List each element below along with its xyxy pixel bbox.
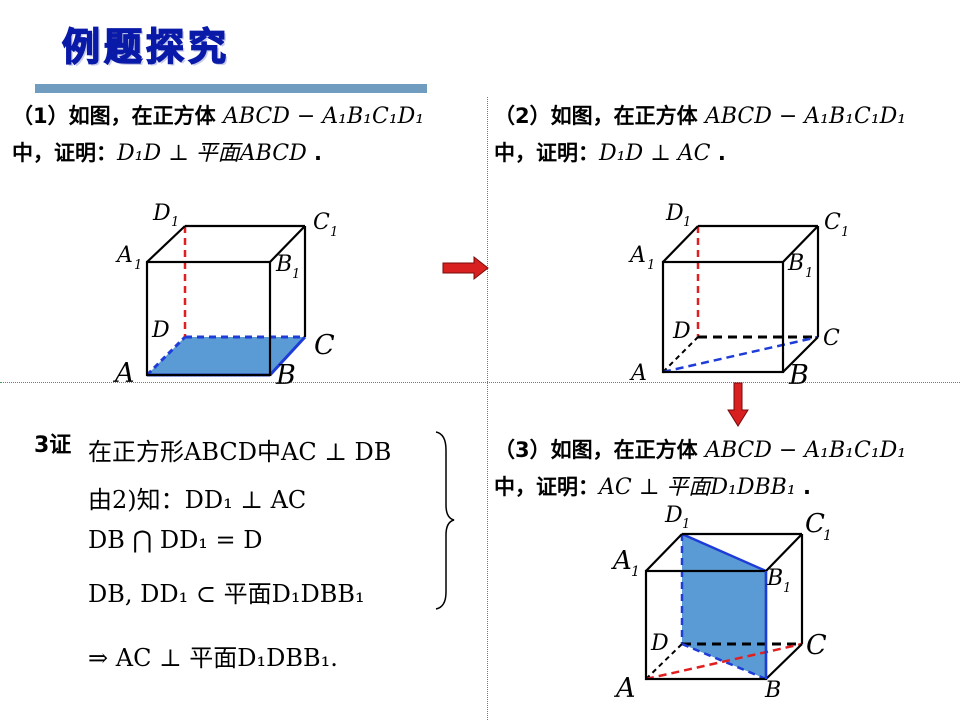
cube-3-sub-c1: 1 <box>823 528 832 544</box>
proof-line-5: ⇒ AC ⊥ 平面D₁DBB₁. <box>88 644 338 672</box>
problem-3-period: . <box>802 475 811 499</box>
cube-1-label-d: D <box>151 318 170 343</box>
cube-2-label-c1: C <box>824 210 841 235</box>
cube-2-label-d: D <box>672 319 691 344</box>
cube-3-label-b1: B <box>766 566 783 591</box>
cube-3: D 1 C 1 A 1 B 1 D C A B <box>611 503 832 704</box>
arrow-right-icon <box>442 255 489 281</box>
cube-1-sub-c1: 1 <box>330 225 338 240</box>
cube-3-label-d1: D <box>664 503 683 528</box>
cube-1-front-face <box>145 260 272 377</box>
proof-tag: 3证 <box>34 433 72 458</box>
problem-2-cube-name: ABCD − A₁B₁C₁D₁ <box>704 104 907 129</box>
problem-2-prompt: 中，证明： <box>494 141 599 165</box>
cube-1-edge-bc <box>268 335 307 377</box>
title-underline <box>35 84 427 93</box>
problem-1: （1）如图，在正方体 ABCD − A₁B₁C₁D₁ 中，证明：D₁D ⊥ 平面… <box>12 98 424 172</box>
proof-brace <box>435 431 455 610</box>
proof-line-4: DB, DD₁ ⊂ 平面D₁DBB₁ <box>88 580 365 608</box>
cube-1-label-a1: A <box>115 243 133 268</box>
cube-3-label-a1: A <box>611 546 632 576</box>
cube-1-label-a: A <box>112 358 135 389</box>
cube-2-label-b1: B <box>787 251 804 276</box>
cube-3-diagonal-ac <box>645 642 803 681</box>
cube-3-label-c1: C <box>805 509 825 539</box>
problem-3-statement: AC ⊥ 平面D₁DBB₁ <box>599 475 796 500</box>
cube-2-front-face <box>661 260 785 374</box>
cube-2-diagonal-ac <box>662 335 819 374</box>
cube-2-sub-b1: 1 <box>805 266 813 281</box>
cube-1-label-c1: C <box>313 210 330 235</box>
cube-2-sub-d1: 1 <box>683 215 691 230</box>
cube-1-edge-ad <box>145 335 187 377</box>
cube-1-base-face <box>147 337 305 375</box>
problem-1-cube-name: ABCD − A₁B₁C₁D₁ <box>222 104 425 129</box>
problem-1-prompt: 中，证明： <box>12 141 117 165</box>
proof-line-1: 在正方形ABCD中AC ⊥ DB <box>88 438 392 466</box>
cube-1-label-b: B <box>275 360 296 391</box>
page-title: 例题探究 <box>61 24 231 70</box>
cube-1-label-b1: B <box>275 252 292 277</box>
problem-2: （2）如图，在正方体 ABCD − A₁B₁C₁D₁ 中，证明：D₁D ⊥ AC… <box>494 98 906 172</box>
horizontal-guide-line <box>0 382 960 383</box>
problem-3: （3）如图，在正方体 ABCD − A₁B₁C₁D₁ 中，证明：AC ⊥ 平面D… <box>494 432 906 506</box>
problem-2-intro: （2）如图，在正方体 <box>494 104 698 128</box>
problem-1-period: . <box>314 141 323 165</box>
cube-3-diagonal-plane <box>682 534 766 679</box>
cube-1-sub-a1: 1 <box>134 258 142 273</box>
cube-1: D 1 C 1 A 1 B 1 D C A B <box>112 201 338 391</box>
proof-line-3: DB ⋂ DD₁ = D <box>88 526 263 554</box>
cube-1-label-d1: D <box>152 201 171 226</box>
cube-2-label-a: A <box>629 361 647 386</box>
cube-3-edge-d1b1 <box>681 532 767 573</box>
problem-3-intro: （3）如图，在正方体 <box>494 438 698 462</box>
cube-3-label-c: C <box>806 630 827 661</box>
problem-1-statement: D₁D ⊥ 平面ABCD <box>117 141 307 166</box>
proof-line-2: 由2)知：DD₁ ⊥ AC <box>88 486 307 514</box>
cube-2: D 1 C 1 A 1 B 1 D C A B <box>628 201 849 391</box>
cube-3-sub-d1: 1 <box>682 517 690 532</box>
cube-1-label-c: C <box>314 330 335 361</box>
problem-3-prompt: 中，证明： <box>494 475 599 499</box>
problem-2-period: . <box>717 141 726 165</box>
cube-3-sub-b1: 1 <box>783 581 791 596</box>
cube-3-label-b: B <box>764 678 781 703</box>
cube-3-diagonal-db <box>681 642 767 681</box>
cube-3-label-d: D <box>650 631 669 656</box>
arrow-down-icon <box>727 382 749 427</box>
cube-1-sub-b1: 1 <box>292 267 300 282</box>
cube-3-label-a: A <box>613 673 636 704</box>
problem-1-intro: （1）如图，在正方体 <box>12 104 216 128</box>
vertical-guide-line <box>487 97 488 720</box>
problem-2-statement: D₁D ⊥ AC <box>599 141 711 166</box>
cube-2-label-c: C <box>823 326 840 351</box>
cube-2-label-d1: D <box>665 201 684 226</box>
cube-3-sub-a1: 1 <box>631 564 640 580</box>
cube-2-sub-c1: 1 <box>841 225 849 240</box>
problem-3-cube-name: ABCD − A₁B₁C₁D₁ <box>704 438 907 463</box>
cube-2-sub-a1: 1 <box>647 258 655 273</box>
cube-2-label-a1: A <box>628 243 646 268</box>
cube-2-label-b: B <box>788 360 809 391</box>
cube-1-sub-d1: 1 <box>171 215 179 230</box>
